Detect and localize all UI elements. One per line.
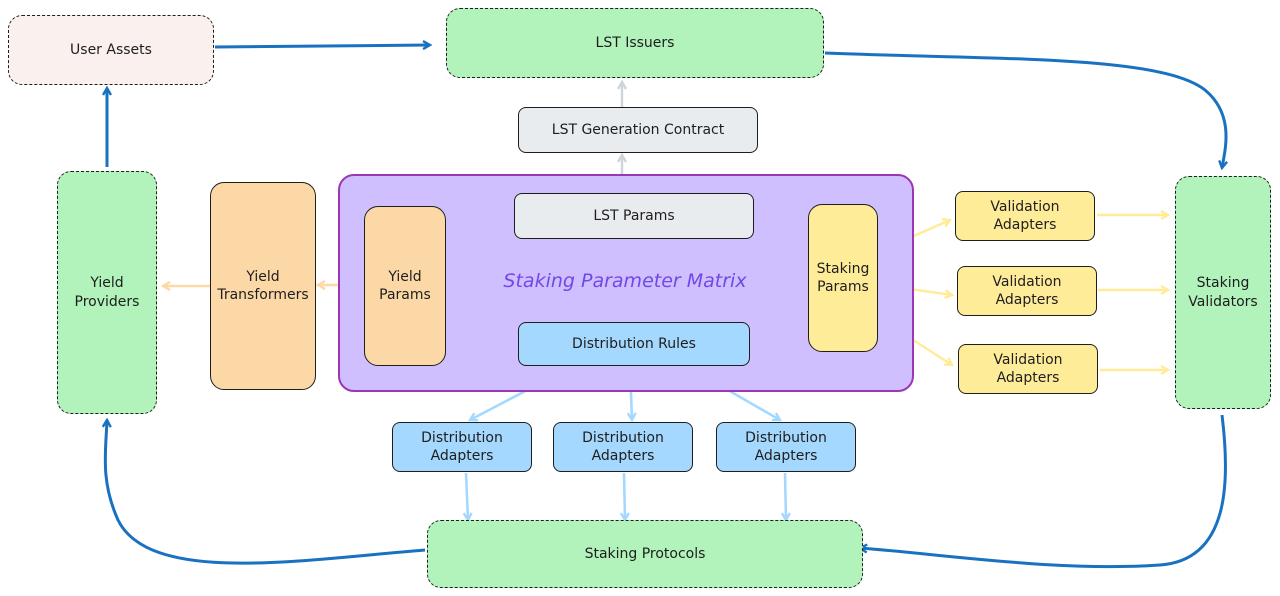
lst-generation-contract-node: LST Generation Contract	[518, 107, 758, 153]
arrow-adapters-1-to-protocols	[466, 472, 468, 520]
staking-validators-node: Staking Validators	[1175, 176, 1271, 409]
lst-generation-contract-label: LST Generation Contract	[551, 121, 725, 138]
yield-params-label: Yield Params	[379, 268, 431, 303]
distribution-adapters-1-node: Distribution Adapters	[392, 422, 532, 472]
validation-adapters-3-label: Validation Adapters	[993, 351, 1063, 386]
staking-params-label: Staking Params	[816, 260, 870, 295]
validation-adapters-2-label: Validation Adapters	[992, 273, 1062, 308]
user-assets-node: User Assets	[8, 15, 214, 85]
arrow-staking-validators-to-staking-protocols	[860, 414, 1228, 569]
distribution-adapters-2-label: Distribution Adapters	[582, 429, 664, 464]
arrow-adapters-2-to-protocols	[624, 472, 625, 520]
arrow-user-assets-to-lst-issuers	[214, 45, 430, 47]
validation-adapters-1-node: Validation Adapters	[955, 191, 1095, 241]
arrow-adapters-3-to-protocols	[785, 472, 786, 520]
arrow-lst-issuers-to-staking-validators	[824, 51, 1226, 168]
distribution-adapters-2-node: Distribution Adapters	[553, 422, 693, 472]
distribution-adapters-3-node: Distribution Adapters	[716, 422, 856, 472]
staking-validators-label: Staking Validators	[1188, 275, 1258, 310]
yield-params-node: Yield Params	[364, 206, 446, 366]
distribution-rules-node: Distribution Rules	[518, 322, 750, 366]
staking-protocols-label: Staking Protocols	[584, 545, 706, 562]
yield-providers-node: Yield Providers	[57, 171, 157, 414]
lst-issuers-label: LST Issuers	[595, 34, 675, 51]
arrow-staking-protocols-to-yield-providers	[105, 420, 426, 565]
yield-providers-label: Yield Providers	[74, 275, 140, 310]
staking-parameter-matrix-title: Staking Parameter Matrix	[503, 270, 747, 292]
lst-issuers-node: LST Issuers	[446, 8, 824, 78]
validation-adapters-2-node: Validation Adapters	[957, 266, 1097, 316]
validation-adapters-3-node: Validation Adapters	[958, 344, 1098, 394]
distribution-adapters-1-label: Distribution Adapters	[421, 429, 503, 464]
distribution-rules-label: Distribution Rules	[572, 335, 696, 352]
user-assets-label: User Assets	[70, 41, 152, 58]
lst-params-node: LST Params	[514, 193, 754, 239]
staking-params-node: Staking Params	[808, 204, 878, 352]
staking-protocols-node: Staking Protocols	[427, 520, 863, 588]
yield-transformers-node: Yield Transformers	[210, 182, 316, 390]
yield-transformers-label: Yield Transformers	[217, 268, 309, 303]
distribution-adapters-3-label: Distribution Adapters	[745, 429, 827, 464]
validation-adapters-1-label: Validation Adapters	[990, 198, 1060, 233]
lst-params-label: LST Params	[593, 207, 675, 224]
